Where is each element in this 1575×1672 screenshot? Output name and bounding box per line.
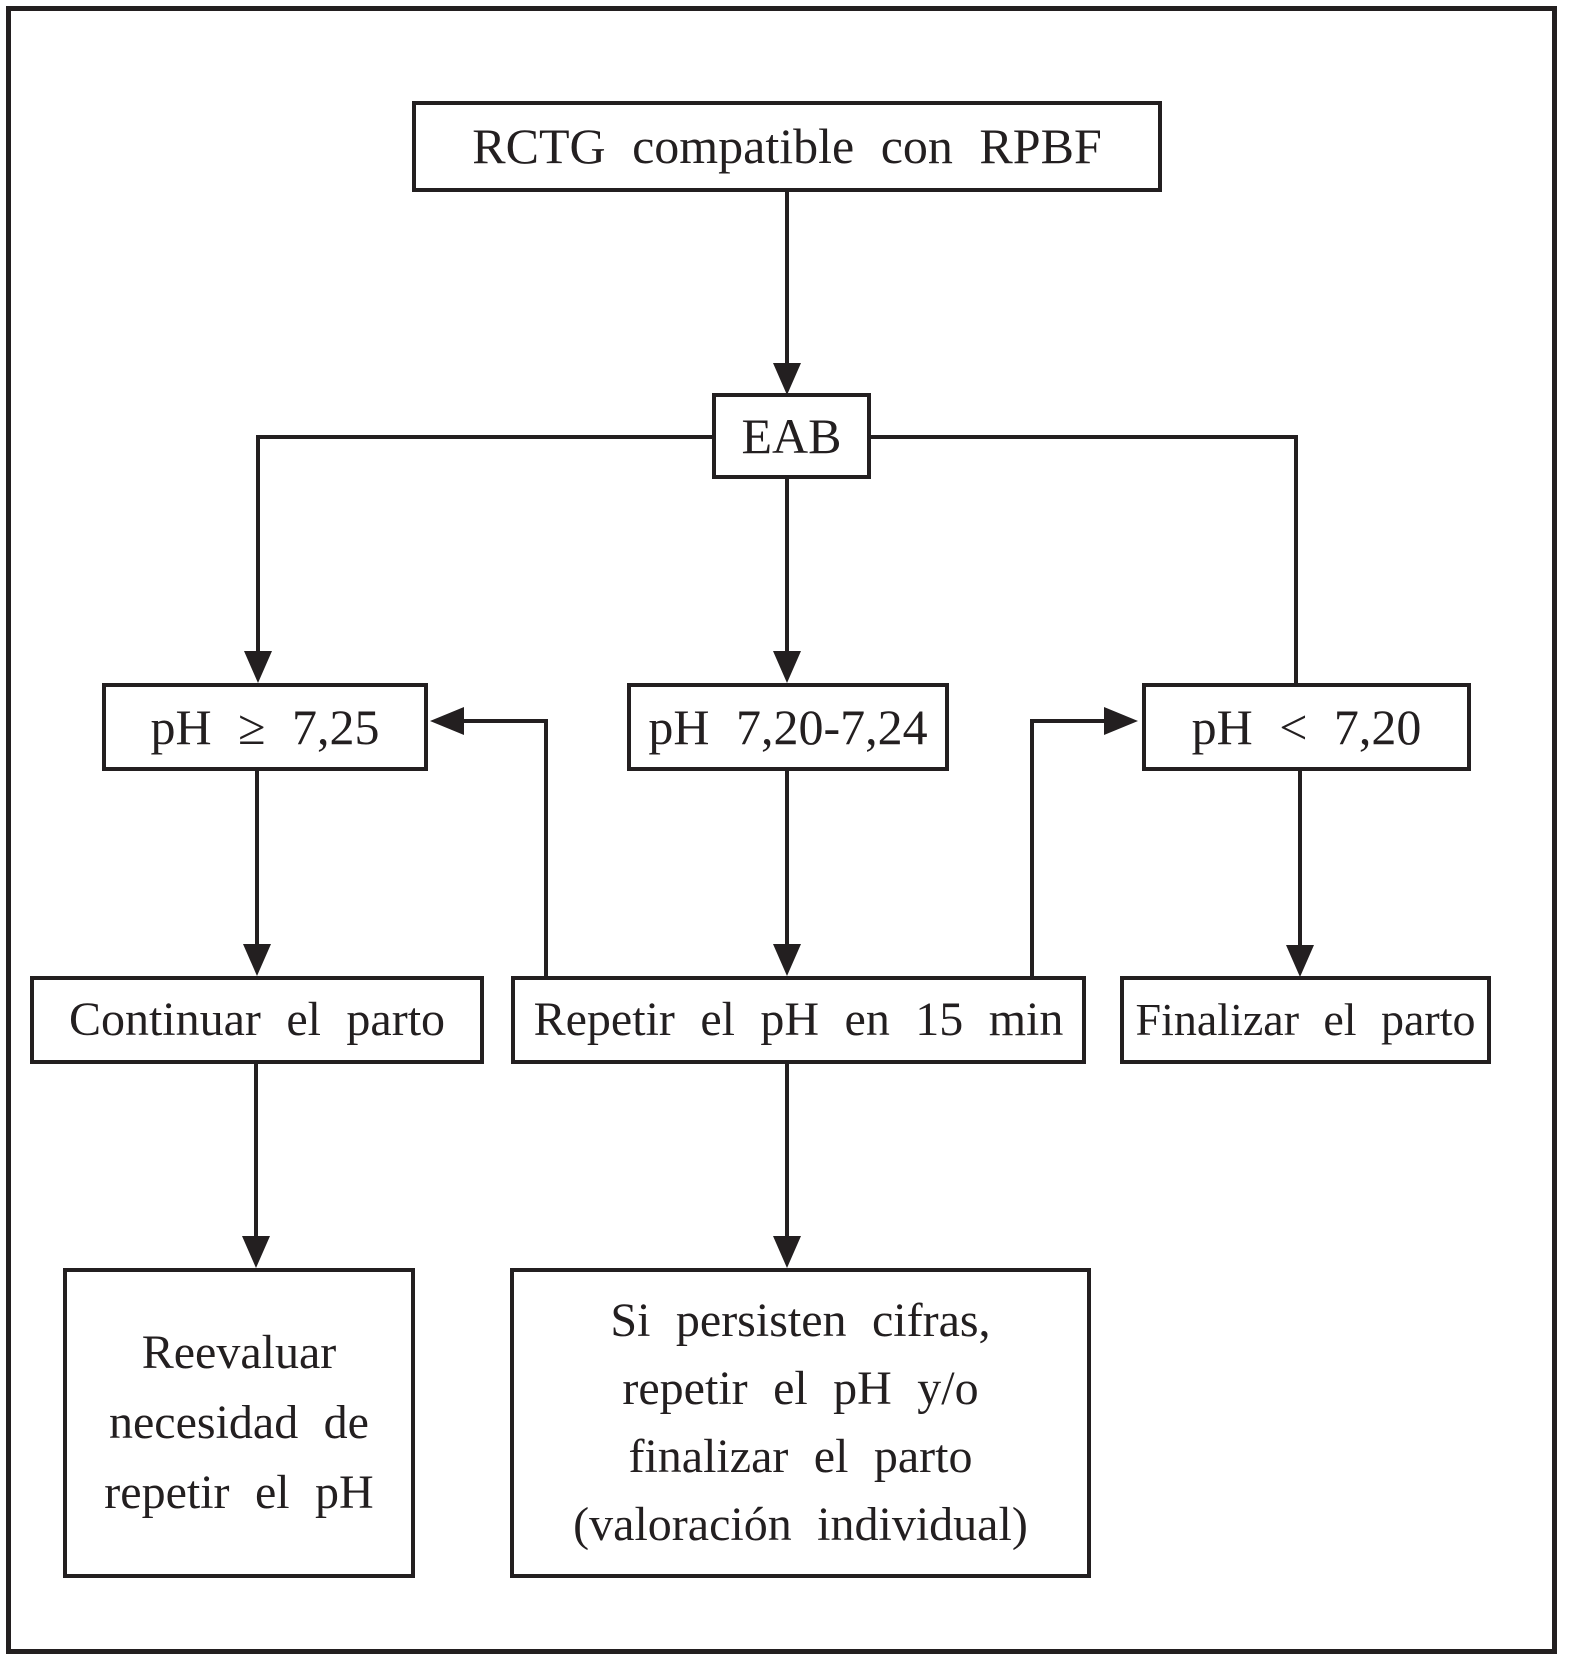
box-persisten-line-2: repetir el pH y/o — [622, 1361, 979, 1415]
line-eab-to-ph-low — [870, 435, 1298, 685]
arrow-loop-to-ph-low — [1030, 707, 1138, 976]
arrow-continuar-to-reevaluar — [242, 1064, 270, 1268]
arrow-rctg-to-eab — [773, 192, 801, 395]
box-persisten-line-3: finalizar el parto — [628, 1430, 973, 1483]
arrow-eab-to-ph-high — [244, 435, 712, 683]
outer-frame — [6, 6, 1557, 1654]
box-ph-greater-equal-725: pH ≥ 7,25 — [102, 683, 428, 771]
box-continuar-el-parto: Continuar el parto — [30, 976, 484, 1064]
box-persisten-line-1: Si persisten cifras, — [610, 1293, 991, 1347]
box-repetir-ph-15-min: Repetir el pH en 15 min — [511, 976, 1086, 1064]
box-eab: EAB — [712, 393, 871, 479]
box-persisten-line-4: (valoración individual) — [573, 1498, 1028, 1552]
box-reevaluar-necesidad: Reevaluar necesidad de repetir el pH — [63, 1268, 415, 1578]
arrow-eab-to-ph-mid — [773, 478, 801, 683]
box-reevaluar-line-3: repetir el pH — [104, 1466, 374, 1520]
box-reevaluar-line-1: Reevaluar — [141, 1325, 337, 1379]
arrow-ph-low-to-finalizar — [1286, 771, 1314, 977]
arrow-ph-high-to-continuar — [243, 771, 271, 976]
arrow-repetir-to-persisten — [773, 1064, 801, 1268]
arrow-loop-to-ph-high — [430, 707, 548, 976]
arrow-ph-mid-to-repetir — [773, 771, 801, 976]
box-si-persisten-cifras: Si persisten cifras, repetir el pH y/o f… — [510, 1268, 1091, 1578]
box-ph-less-720: pH < 7,20 — [1142, 683, 1471, 771]
box-ph-720-724: pH 7,20-7,24 — [627, 683, 949, 771]
box-reevaluar-line-2: necesidad de — [109, 1395, 369, 1449]
box-rctg-compatible-rpbf: RCTG compatible con RPBF — [412, 101, 1162, 192]
box-finalizar-el-parto: Finalizar el parto — [1120, 976, 1491, 1064]
